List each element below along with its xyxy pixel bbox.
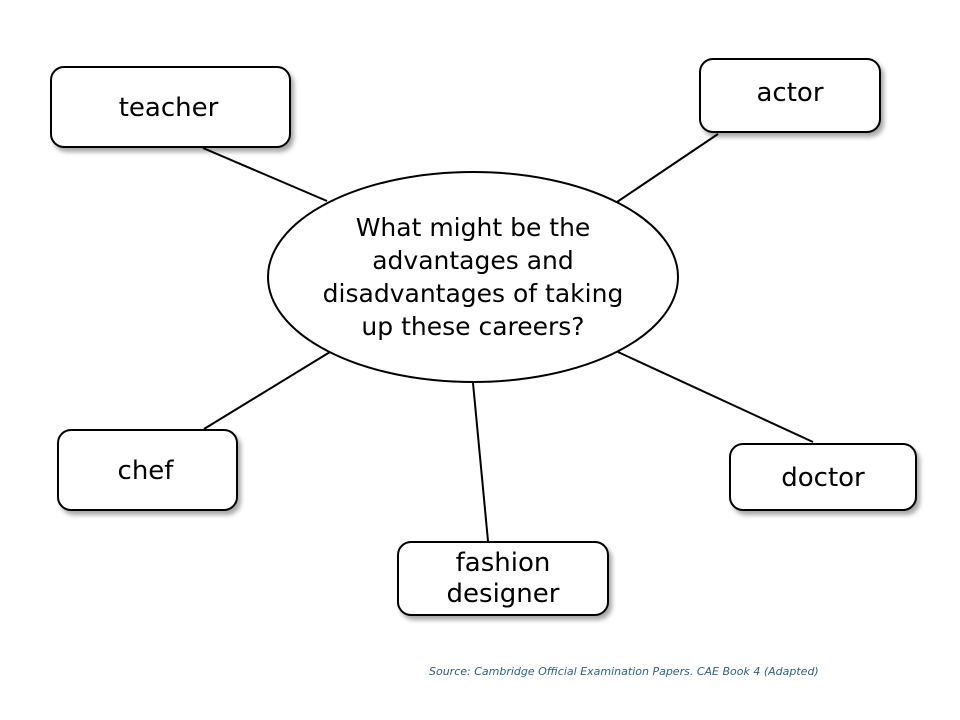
career-label-fashion-designer: fashion designer — [446, 547, 560, 609]
career-box-doctor: doctor — [729, 443, 917, 511]
career-label-actor: actor — [756, 78, 824, 108]
career-label-teacher: teacher — [118, 92, 219, 123]
connector-teacher — [202, 147, 328, 202]
connector-actor — [616, 133, 719, 203]
career-box-teacher: teacher — [50, 66, 291, 148]
career-label-doctor: doctor — [781, 462, 865, 493]
connector-fashion-designer — [472, 382, 489, 542]
central-question: What might be the advantages and disadva… — [268, 172, 678, 382]
connector-chef — [203, 351, 331, 430]
career-box-actor: actor — [699, 58, 881, 133]
source-citation: Source: Cambridge Official Examination P… — [429, 665, 819, 678]
career-box-fashion-designer: fashion designer — [397, 541, 609, 616]
central-question-text: What might be the advantages and disadva… — [322, 213, 624, 341]
career-box-chef: chef — [57, 429, 238, 511]
connector-doctor — [617, 351, 814, 443]
central-ellipse — [267, 171, 679, 383]
career-label-chef: chef — [117, 455, 174, 486]
